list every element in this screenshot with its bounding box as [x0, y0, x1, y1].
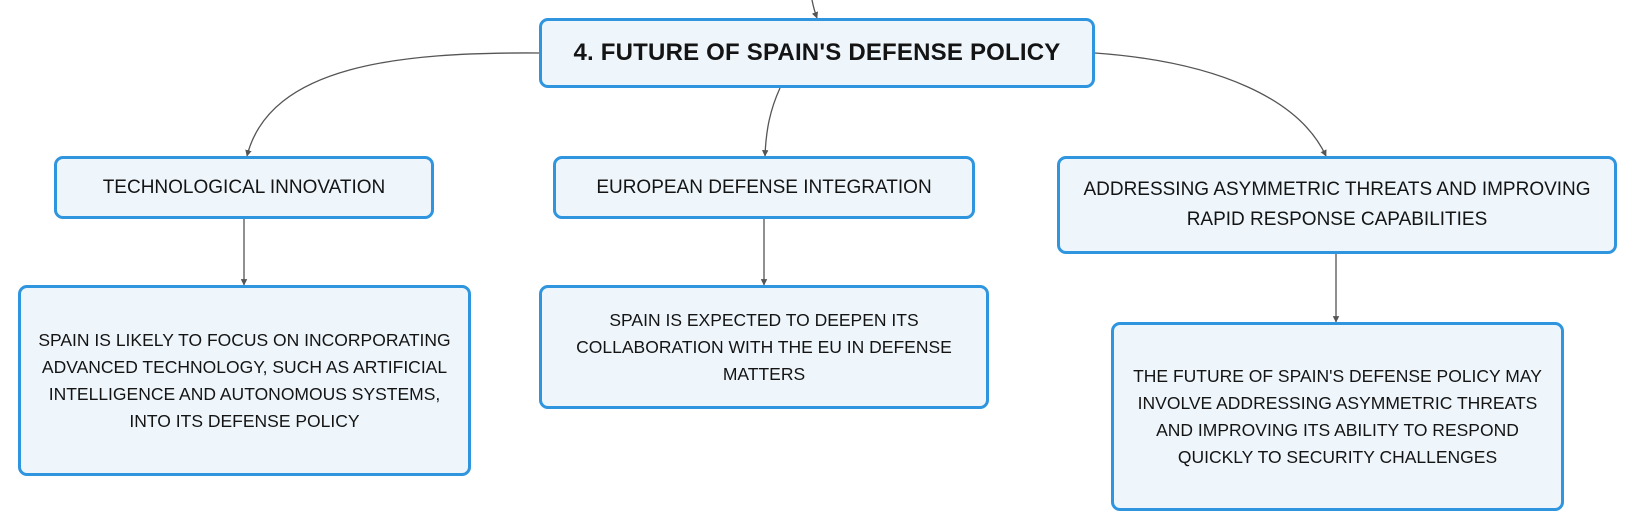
connector-root-to-asymmetric-threats [1094, 52, 1327, 157]
topic-node-technological-innovation[interactable]: TECHNOLOGICAL INNOVATION [54, 156, 434, 219]
connector-root-to-technological-innovation [245, 52, 540, 157]
detail-text: SPAIN IS LIKELY TO FOCUS ON INCORPORATIN… [38, 329, 451, 431]
topic-label: ADDRESSING ASYMMETRIC THREATS AND IMPROV… [1083, 179, 1591, 230]
root-topic-node[interactable]: 4. FUTURE OF SPAIN'S DEFENSE POLICY [539, 18, 1095, 88]
root-topic-label: 4. FUTURE OF SPAIN'S DEFENSE POLICY [573, 39, 1061, 66]
topic-label: TECHNOLOGICAL INNOVATION [102, 176, 386, 198]
topic-node-asymmetric-threats[interactable]: ADDRESSING ASYMMETRIC THREATS AND IMPROV… [1057, 156, 1617, 254]
detail-node-technological-innovation[interactable]: SPAIN IS LIKELY TO FOCUS ON INCORPORATIN… [18, 285, 471, 476]
detail-text: THE FUTURE OF SPAIN'S DEFENSE POLICY MAY… [1133, 365, 1542, 467]
connector-root-to-european-defense-integration [761, 87, 781, 157]
topic-node-european-defense-integration[interactable]: EUROPEAN DEFENSE INTEGRATION [553, 156, 975, 219]
detail-text: SPAIN IS EXPECTED TO DEEPEN ITS COLLABOR… [576, 309, 952, 384]
connector-parent-to-root [811, 0, 818, 19]
detail-node-european-defense-integration[interactable]: SPAIN IS EXPECTED TO DEEPEN ITS COLLABOR… [539, 285, 989, 409]
topic-label: EUROPEAN DEFENSE INTEGRATION [596, 176, 932, 198]
detail-node-asymmetric-threats[interactable]: THE FUTURE OF SPAIN'S DEFENSE POLICY MAY… [1111, 322, 1564, 511]
